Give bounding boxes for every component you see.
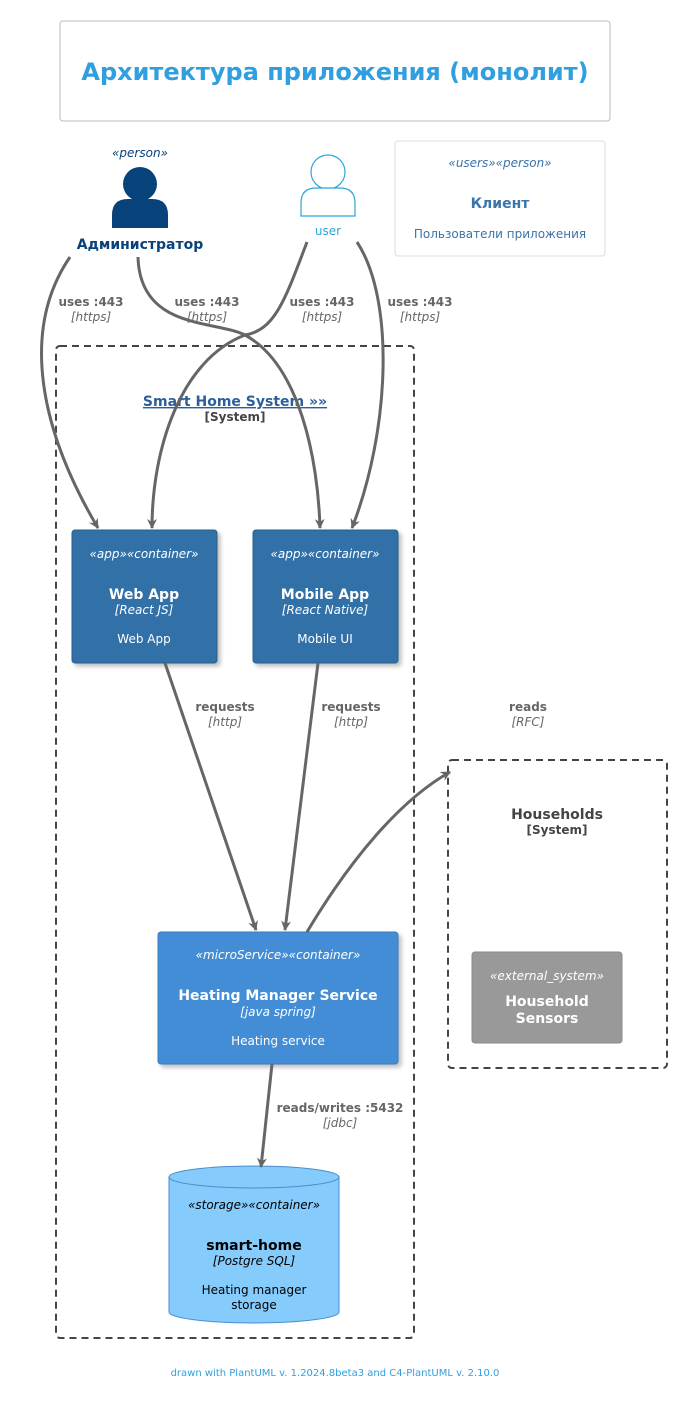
title-box: Архитектура приложения (монолит) xyxy=(59,20,611,122)
households-boundary: Households [System] xyxy=(447,759,668,1069)
client-stereotype: «users»«person» xyxy=(448,156,551,170)
relation-tech: [RFC] xyxy=(512,715,545,729)
heating-service-stereotype: «microService»«container» xyxy=(196,948,361,962)
relation-tech: [jdbc] xyxy=(323,1116,358,1130)
arrow-heating-database xyxy=(256,1063,274,1168)
mobile-app-name: Mobile App xyxy=(281,587,369,603)
database-container: «storage»«container» smart-home [Postgre… xyxy=(168,1165,340,1324)
household-sensors-name-line1: Household xyxy=(505,994,589,1010)
households-boundary-type: [System] xyxy=(527,823,588,837)
relation-tech: [https] xyxy=(302,310,343,324)
arrow-heating-households xyxy=(305,770,451,933)
arrow-user-mobileapp xyxy=(350,241,385,529)
client-description: Пользователи приложения xyxy=(414,227,586,241)
arrow-user-webapp xyxy=(147,241,309,529)
relation-arrows xyxy=(40,241,451,1168)
mobile-app-container: «app»«container» Mobile App [React Nativ… xyxy=(252,529,399,664)
heating-service-name: Heating Manager Service xyxy=(178,988,377,1004)
mobile-app-tech: [React Native] xyxy=(282,603,369,617)
heating-service-container: «microService»«container» Heating Manage… xyxy=(157,931,399,1065)
relation-tech: [http] xyxy=(334,715,368,729)
relation-label: requests xyxy=(321,700,380,714)
mobile-app-description: Mobile UI xyxy=(297,632,353,646)
household-sensors-name-line2: Sensors xyxy=(516,1011,579,1027)
mobile-app-stereotype: «app»«container» xyxy=(270,547,379,561)
arrow-admin-webapp xyxy=(40,256,100,529)
user-person: user xyxy=(300,154,356,238)
database-description-line2: storage xyxy=(231,1298,277,1312)
households-boundary-name: Households xyxy=(511,807,603,823)
relation-label: requests xyxy=(195,700,254,714)
footer-credit: drawn with PlantUML v. 1.2024.8beta3 and… xyxy=(171,1368,500,1379)
admin-stereotype: «person» xyxy=(112,146,168,160)
relation-label: reads xyxy=(509,700,547,714)
web-app-name: Web App xyxy=(109,587,179,603)
arrow-mobileapp-heating xyxy=(281,662,320,931)
client-box: «users»«person» Клиент Пользователи прил… xyxy=(394,140,606,257)
relation-label: uses :443 xyxy=(175,295,240,309)
web-app-container: «app»«container» Web App [React JS] Web … xyxy=(71,529,218,664)
database-tech: [Postgre SQL] xyxy=(213,1254,296,1268)
database-name: smart-home xyxy=(206,1238,301,1254)
arrow-webapp-heating xyxy=(163,662,258,931)
admin-name: Администратор xyxy=(77,237,204,253)
heating-service-description: Heating service xyxy=(231,1034,325,1048)
admin-person: «person» Администратор xyxy=(77,146,204,253)
web-app-stereotype: «app»«container» xyxy=(89,547,198,561)
relation-label: uses :443 xyxy=(388,295,453,309)
user-person-icon xyxy=(300,154,356,217)
admin-person-icon xyxy=(112,167,168,228)
web-app-description: Web App xyxy=(117,632,170,646)
user-name: user xyxy=(315,224,341,238)
relation-tech: [https] xyxy=(187,310,228,324)
smart-home-boundary: Smart Home System »» [System] xyxy=(55,345,415,1339)
relation-tech: [https] xyxy=(71,310,112,324)
relation-tech: [https] xyxy=(400,310,441,324)
database-description-line1: Heating manager xyxy=(202,1283,307,1297)
relation-tech: [http] xyxy=(208,715,242,729)
heating-service-tech: [java spring] xyxy=(240,1005,316,1019)
database-stereotype: «storage»«container» xyxy=(188,1198,320,1212)
relation-labels: uses :443 [https] uses :443 [https] uses… xyxy=(59,295,547,1130)
relation-label: reads/writes :5432 xyxy=(277,1101,404,1115)
smart-home-boundary-type: [System] xyxy=(205,410,266,424)
smart-home-boundary-link[interactable]: Smart Home System »» xyxy=(143,394,327,410)
client-name: Клиент xyxy=(471,196,531,212)
household-sensors-stereotype: «external_system» xyxy=(490,969,604,983)
household-sensors-system: «external_system» Household Sensors xyxy=(471,951,623,1044)
relation-label: uses :443 xyxy=(290,295,355,309)
web-app-tech: [React JS] xyxy=(115,603,174,617)
page-title: Архитектура приложения (монолит) xyxy=(81,58,588,86)
relation-label: uses :443 xyxy=(59,295,124,309)
